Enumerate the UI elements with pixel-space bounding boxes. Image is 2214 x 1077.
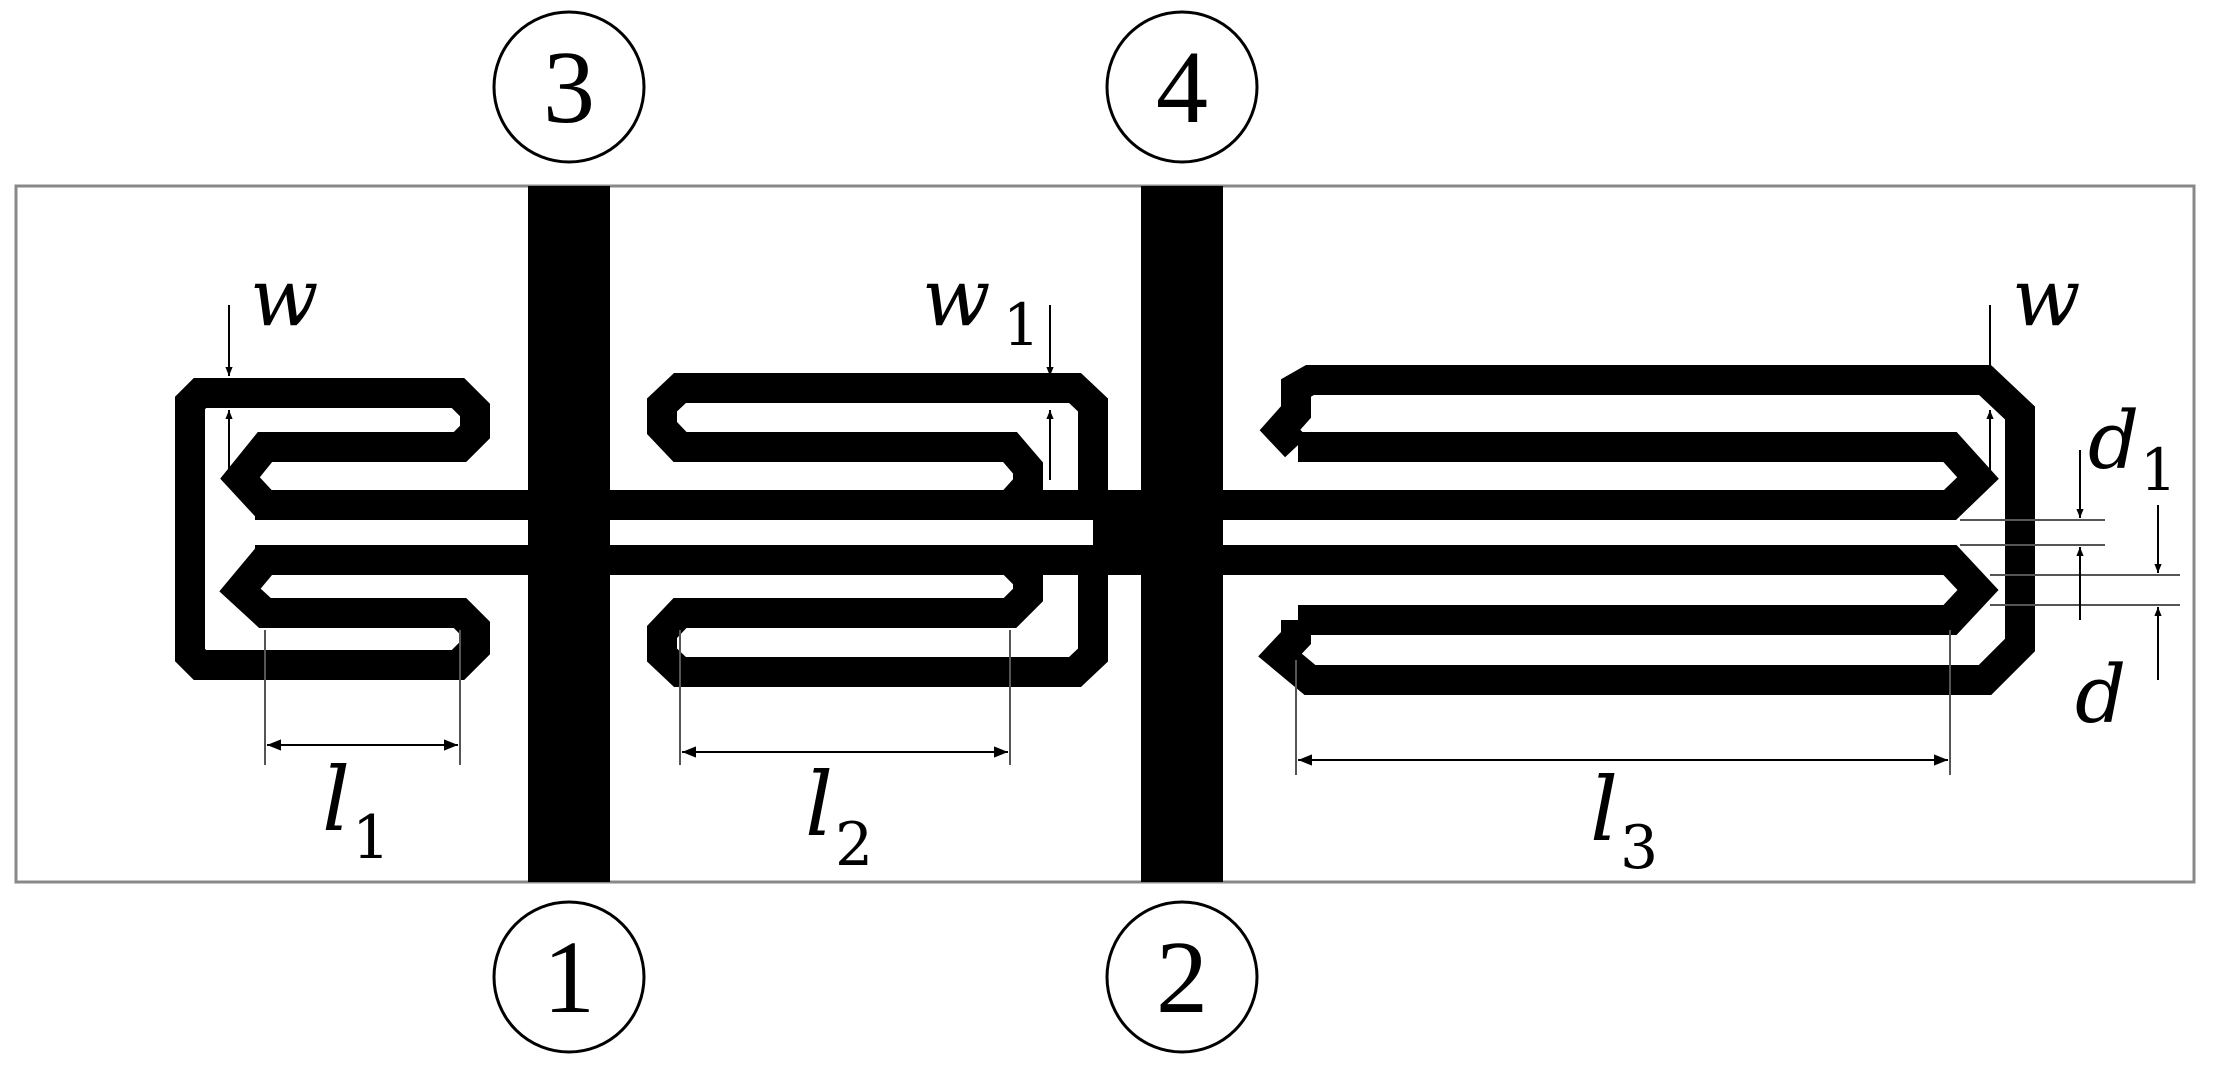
w-left-label: w (250, 251, 318, 344)
port-3-label: 3 (543, 30, 595, 145)
port-4: 4 (1105, 10, 1259, 164)
d1-label: d (2088, 394, 2139, 487)
port-1-label: 1 (543, 920, 595, 1035)
meander-1 (175, 378, 600, 680)
l1-label: l (322, 748, 350, 851)
l2-subscript: 2 (835, 810, 873, 880)
port-1: 1 (492, 900, 646, 1054)
port-3: 3 (492, 10, 646, 164)
l3-subscript: 3 (1620, 813, 1658, 883)
port-2: 2 (1105, 900, 1259, 1054)
d1-subscript: 1 (2140, 436, 2177, 504)
w1-label: w (922, 251, 990, 344)
port-2-label: 2 (1156, 920, 1208, 1035)
w1-subscript: 1 (1003, 291, 1040, 359)
w1-step (1093, 505, 1141, 560)
d-label: d (2075, 648, 2126, 741)
meander-3 (1223, 365, 2035, 695)
port-4-label: 4 (1156, 30, 1208, 145)
w-right-label: w (2012, 251, 2080, 344)
meander-2 (610, 373, 1108, 520)
l2-label: l (805, 753, 833, 856)
l3-label: l (1590, 758, 1618, 861)
feed-line-4-2 (1141, 186, 1223, 882)
l1-subscript: 1 (352, 803, 390, 873)
meander-2-lower (610, 545, 1108, 687)
feed-line-3-1 (528, 186, 610, 882)
